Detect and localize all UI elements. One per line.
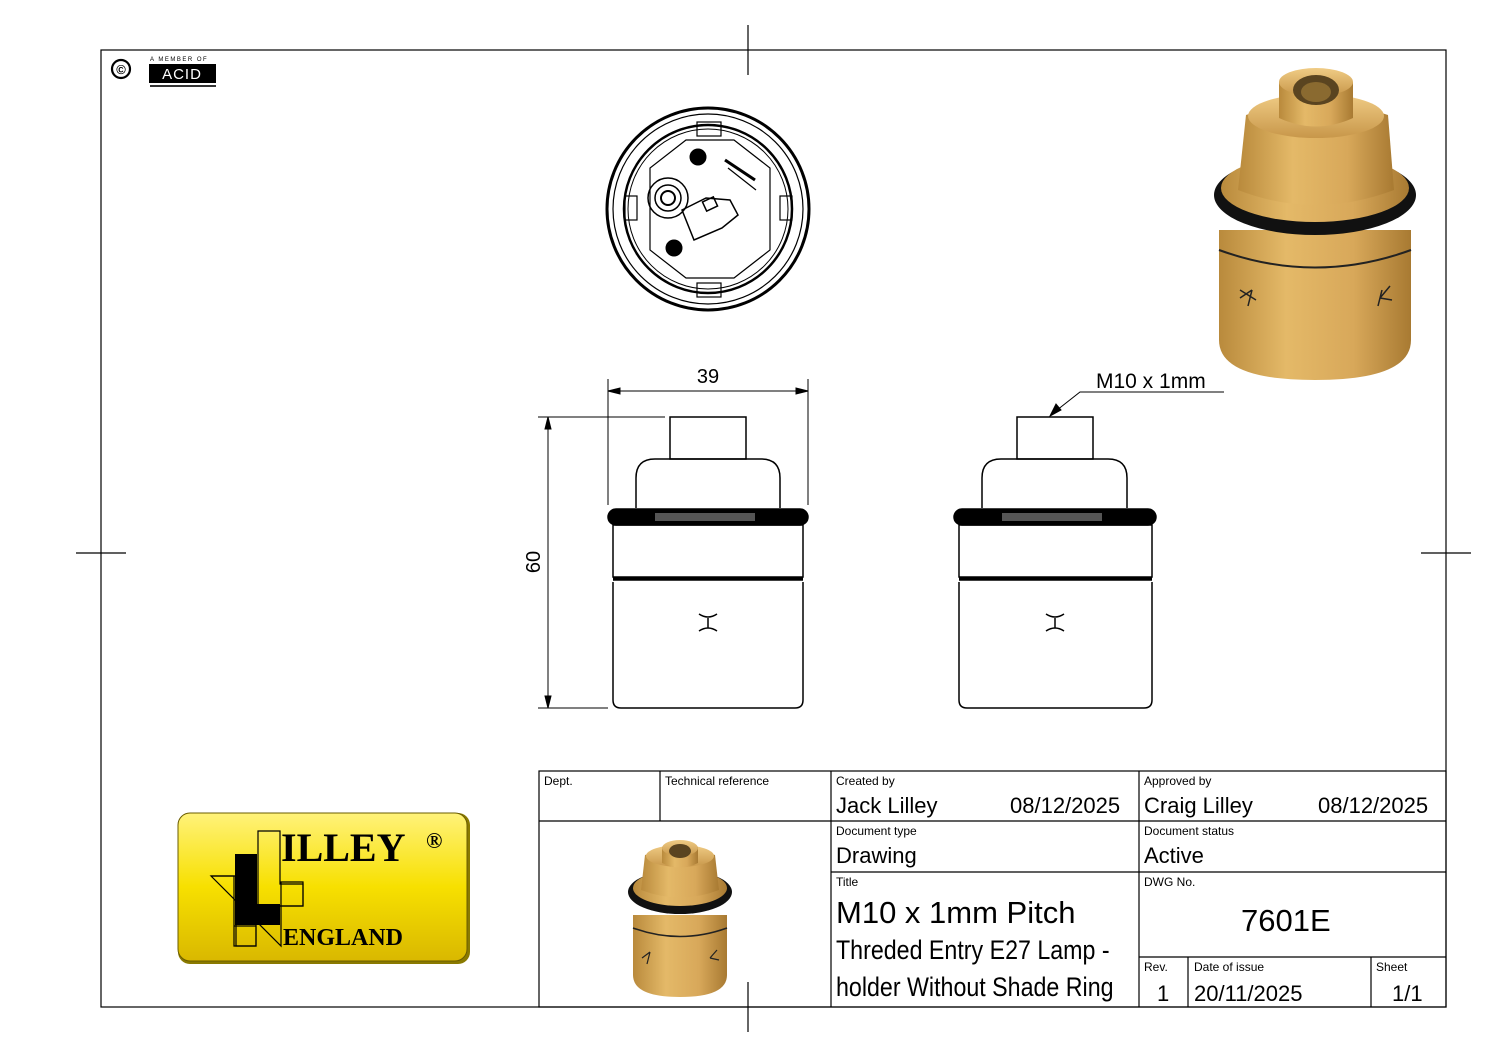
thread-leader: [1048, 391, 1224, 418]
isometric-render: [1214, 68, 1416, 380]
doc-status-label: Document status: [1144, 824, 1235, 838]
copyright-icon: [110, 58, 132, 80]
thread-callout: M10 x 1mm: [1096, 370, 1206, 393]
top-view: [605, 106, 811, 312]
logo-brand: ILLEY: [281, 825, 406, 870]
sheet-label: Sheet: [1376, 960, 1408, 974]
side-view: [953, 416, 1157, 709]
membership-mark: © A MEMBER OF ACID: [110, 57, 216, 87]
dwg-no: 7601E: [1241, 903, 1331, 938]
created-date: 08/12/2025: [1010, 793, 1121, 818]
title-line-3: holder Without Shade Ring: [836, 972, 1114, 1002]
acid-badge-text: ACID: [162, 66, 202, 83]
doc-status: Active: [1144, 843, 1204, 868]
approved-by: Craig Lilley: [1144, 793, 1253, 818]
height-dimension: 60: [523, 551, 545, 573]
approved-date: 08/12/2025: [1318, 793, 1429, 818]
dwg-no-label: DWG No.: [1144, 875, 1196, 889]
sheet: 1/1: [1392, 981, 1423, 1006]
title-block-grid: [538, 770, 1447, 1008]
created-by: Jack Lilley: [836, 793, 938, 818]
title-line-1: M10 x 1mm Pitch: [836, 895, 1076, 930]
dimension-lines: [538, 379, 809, 709]
member-line: A MEMBER OF: [150, 57, 208, 63]
copyright-symbol: ©: [116, 62, 126, 77]
created-by-label: Created by: [836, 774, 895, 788]
doc-type: Drawing: [836, 843, 917, 868]
title-line-2: Threded Entry E27 Lamp -: [836, 935, 1110, 965]
width-dimension: 39: [697, 366, 719, 388]
doc-type-label: Document type: [836, 824, 917, 838]
tech-ref-label: Technical reference: [665, 774, 770, 788]
logo-registered: ®: [426, 828, 442, 853]
acid-badge: [149, 64, 216, 83]
logo-country: ENGLAND: [283, 925, 403, 951]
dept-label: Dept.: [544, 774, 573, 788]
rev-label: Rev.: [1144, 960, 1168, 974]
rev: 1: [1157, 981, 1170, 1006]
title-label: Title: [836, 875, 859, 889]
date-of-issue: 20/11/2025: [1194, 981, 1303, 1006]
date-of-issue-label: Date of issue: [1194, 960, 1265, 974]
lilley-logo: ILLEY ® ENGLAND: [177, 812, 470, 964]
front-view: [607, 416, 809, 709]
approved-by-label: Approved by: [1144, 774, 1212, 788]
thumbnail-render: [628, 840, 732, 997]
